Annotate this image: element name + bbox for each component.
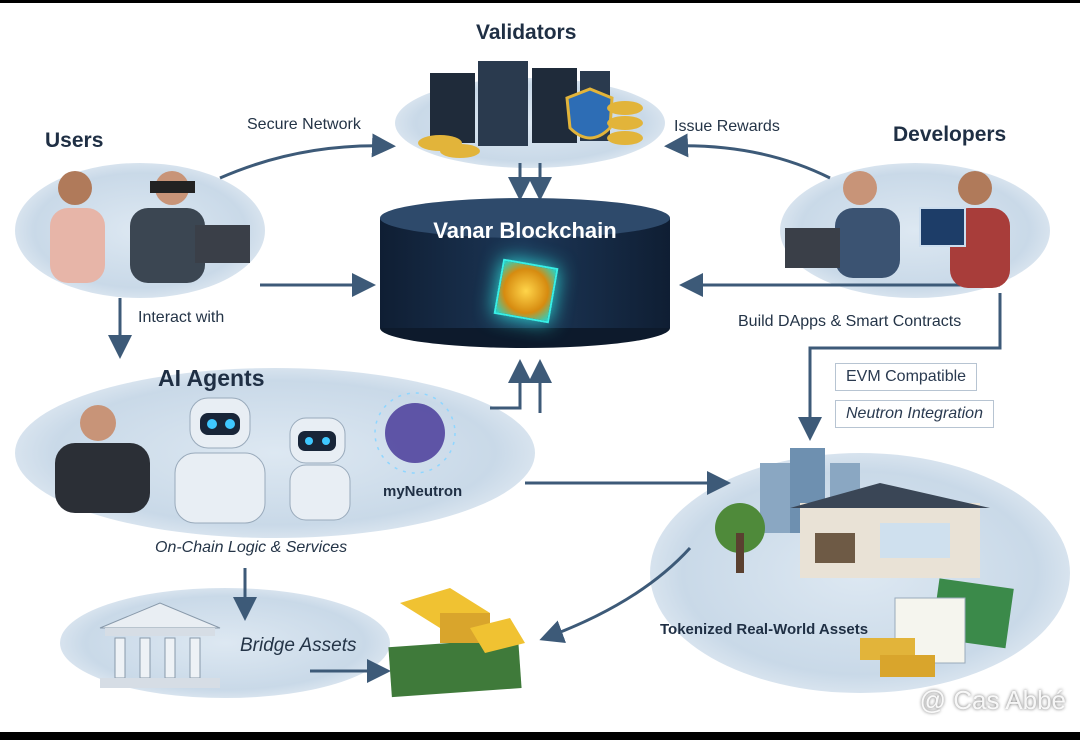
gold-cash-illustration [388, 588, 525, 698]
on-chain-logic-label: On-Chain Logic & Services [155, 539, 348, 556]
users-illustration [50, 171, 250, 283]
developers-label: Developers [893, 123, 1007, 146]
users-label: Users [45, 129, 104, 152]
real-estate-illustration [715, 448, 1014, 677]
secure-network-label: Secure Network [247, 116, 361, 133]
block-cube-icon [493, 258, 559, 324]
watermark: @ Cas Abbé [919, 685, 1066, 715]
myneutron-label: myNeutron [383, 483, 463, 500]
bridge-assets-label: Bridge Assets [240, 635, 357, 656]
arrow-build-dapps [798, 293, 1002, 441]
issue-rewards-label: Issue Rewards [674, 118, 780, 135]
tokenized-assets-label: Tokenized Real-World Assets [660, 621, 869, 638]
blockchain-title: Vanar Blockchain [433, 218, 617, 243]
build-dapps-label: Build DApps & Smart Contracts [738, 313, 962, 330]
server-rack-icon [430, 61, 610, 146]
arrow-assets-gold [539, 546, 692, 644]
ai-agents-illustration [55, 392, 456, 524]
shield-icon [565, 87, 614, 140]
arrow-secure-network [219, 133, 396, 180]
developers-illustration [785, 171, 1010, 288]
arrows [50, 61, 1014, 698]
validators-label: Validators [476, 21, 577, 44]
coins-icon [418, 101, 643, 158]
feature-evm: EVM Compatible [835, 363, 978, 391]
diagram-canvas: Validators Users Developers Secure Netwo… [0, 3, 1080, 732]
arrow-agents-chain-1 [490, 359, 532, 410]
ai-agents-label: AI Agents [158, 365, 265, 391]
feature-neutron: Neutron Integration [835, 400, 994, 428]
bank-illustration [99, 602, 221, 688]
arrow-issue-rewards [664, 133, 831, 180]
interact-with-label: Interact with [138, 309, 225, 326]
vanar-blockchain: Vanar Blockchain [380, 198, 670, 348]
